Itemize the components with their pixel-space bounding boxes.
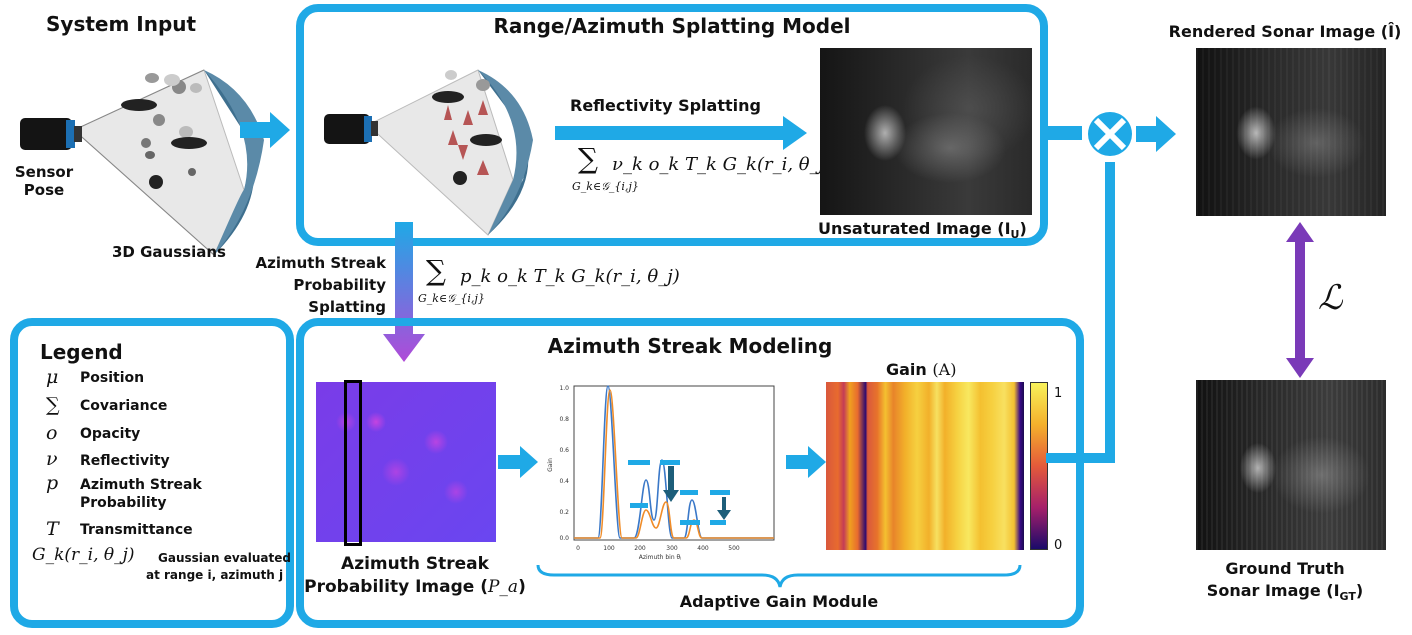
streak-modeling-title: Azimuth Streak Modeling: [547, 334, 833, 358]
legend-symbol-mu: μ: [46, 366, 59, 388]
plot-xtick: 300: [666, 545, 678, 552]
splatting-model-illustration: [324, 69, 533, 236]
legend-panel: [10, 318, 294, 628]
plot-ylabel: Gain: [547, 458, 554, 472]
legend-title: Legend: [40, 340, 123, 364]
legend-symbol-gk: G_k(r_i, θ_j): [32, 545, 135, 565]
gain-feedback-connector: [1046, 162, 1115, 463]
plot-xtick: 100: [603, 545, 615, 552]
loss-symbol: ℒ: [1318, 278, 1343, 318]
system-input-illustration: [20, 69, 264, 256]
streak-eq-sum: ∑: [426, 254, 446, 287]
plot-ytick: 0.0: [559, 535, 569, 542]
prob-image-label-1: Azimuth Streak: [341, 554, 489, 574]
reflectivity-eq-body: ν_k o_k T_k G_k(r_i, θ_j): [612, 154, 832, 175]
gaussians-label: 3D Gaussians: [112, 243, 226, 261]
streak-splatting-label-2: Probability: [293, 276, 386, 294]
prob-image-label-2: Probability Image (P_a): [304, 577, 526, 597]
reflectivity-splatting-label: Reflectivity Splatting: [570, 96, 761, 115]
legend-text-transmittance: Transmittance: [80, 522, 193, 538]
rendered-image-label: Rendered Sonar Image (Î): [1168, 22, 1402, 41]
plot-ytick: 0.8: [559, 416, 569, 423]
plot-ytick: 0.4: [559, 478, 569, 485]
splatting-model-title: Range/Azimuth Splatting Model: [493, 14, 851, 38]
legend-text-gk-1: Gaussian evaluated: [158, 551, 291, 565]
legend-symbol-sigma: ∑: [46, 394, 60, 416]
arrow-reflectivity: [555, 116, 807, 150]
multiply-node-icon: [1048, 112, 1176, 156]
sensor-label-line1: Sensor: [14, 163, 74, 181]
splatting-model-panel: [296, 4, 1048, 246]
plot-xtick: 400: [697, 545, 709, 552]
legend-text-probability: Probability: [80, 495, 167, 511]
legend-symbol-nu: ν: [46, 448, 58, 470]
legend-text-opacity: Opacity: [80, 426, 141, 442]
plot-xtick: 500: [728, 545, 740, 552]
probability-column-highlight: [344, 380, 362, 546]
plot-xlabel: Azimuth bin θⱼ: [639, 554, 682, 561]
gain-curve-plot: 1.0 0.8 0.6 0.4 0.2 0.0 0 100 200 300 40…: [547, 385, 775, 561]
plot-ytick: 0.6: [559, 447, 569, 454]
arrow-input-to-model: [240, 112, 290, 148]
plot-xtick: 200: [634, 545, 646, 552]
unsaturated-image: [820, 48, 1032, 215]
arrow-streak-splatting: [383, 222, 425, 362]
sensor-label-line2: Pose: [23, 181, 65, 199]
colorbar-max-label: 1: [1054, 386, 1063, 401]
gain-heatmap: [826, 382, 1024, 550]
legend-text-gk-2: at range i, azimuth j: [146, 568, 284, 582]
unsaturated-image-label: Unsaturated Image (IU): [818, 219, 1027, 242]
reflectivity-eq-sum: ∑: [578, 142, 598, 175]
system-input-title: System Input: [46, 12, 197, 36]
legend-text-reflectivity: Reflectivity: [80, 453, 170, 469]
colorbar-min-label: 0: [1054, 538, 1063, 553]
legend-text-covariance: Covariance: [80, 398, 168, 414]
adaptive-gain-label: Adaptive Gain Module: [679, 592, 879, 611]
legend-symbol-t: T: [46, 518, 59, 540]
plot-ytick: 1.0: [559, 385, 569, 392]
gain-colorbar: [1030, 382, 1048, 550]
legend-symbol-p: p: [46, 472, 59, 494]
plot-xtick: 0: [576, 545, 580, 552]
adaptive-gain-brace: [536, 564, 1022, 588]
legend-text-azimuth-streak: Azimuth Streak: [80, 477, 202, 493]
rendered-sonar-image: [1196, 48, 1386, 216]
plot-ytick: 0.2: [559, 509, 569, 516]
loss-arrow: [1286, 222, 1314, 378]
arrow-prob-to-gain: [498, 446, 538, 478]
arrow-plot-to-heatmap: [786, 446, 826, 478]
legend-symbol-o: o: [46, 422, 58, 444]
streak-eq-body: p_k o_k T_k G_k(r_i, θ_j): [460, 266, 680, 287]
probability-image: [316, 382, 496, 542]
streak-splatting-label-3: Splatting: [308, 298, 386, 316]
streak-splatting-label-1: Azimuth Streak: [255, 254, 386, 272]
ground-truth-sonar-image: [1196, 380, 1386, 550]
gain-title: Gain (A): [886, 360, 957, 379]
streak-modeling-panel: [296, 318, 1084, 628]
reflectivity-eq-sub: G_k∈𝒢_{i,j}: [572, 180, 639, 193]
gt-label-2: Sonar Image (IGT): [1206, 581, 1364, 604]
streak-eq-sub: G_k∈𝒢_{i,j}: [418, 292, 485, 305]
gt-label-1: Ground Truth: [1225, 559, 1345, 578]
legend-text-position: Position: [80, 370, 145, 386]
